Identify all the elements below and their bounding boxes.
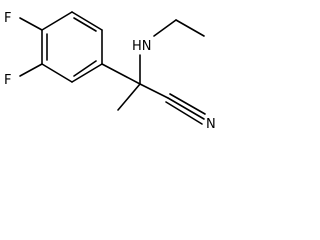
aryl-c-bond (101, 63, 141, 85)
methyl-bond (117, 83, 141, 111)
n-ethyl-bond-2 (175, 19, 205, 37)
amine-label: HN (132, 39, 152, 54)
ring-double-bond-2 (73, 60, 97, 77)
nitrile-triple-bond (165, 93, 206, 125)
fluorine-label-bottom: F (4, 73, 11, 88)
c-nitrile-bond (139, 83, 169, 99)
structure-canvas: F F HN N (0, 0, 229, 136)
n-ethyl-bond-1 (153, 19, 177, 37)
ring-double-bond-1 (73, 17, 97, 32)
nitrile-nitrogen-label: N (206, 117, 216, 132)
fluorine-label-top: F (4, 11, 11, 26)
ring-bond-1 (71, 11, 103, 31)
ring-bond-3 (71, 63, 103, 83)
c-f-bond-top (19, 17, 43, 31)
c-f-bond-bottom (19, 63, 43, 77)
benzene-ring (41, 11, 103, 83)
ring-bond-6 (41, 11, 73, 31)
molecule-drawing: F F HN N (4, 11, 216, 132)
ring-bond-4 (41, 63, 73, 83)
